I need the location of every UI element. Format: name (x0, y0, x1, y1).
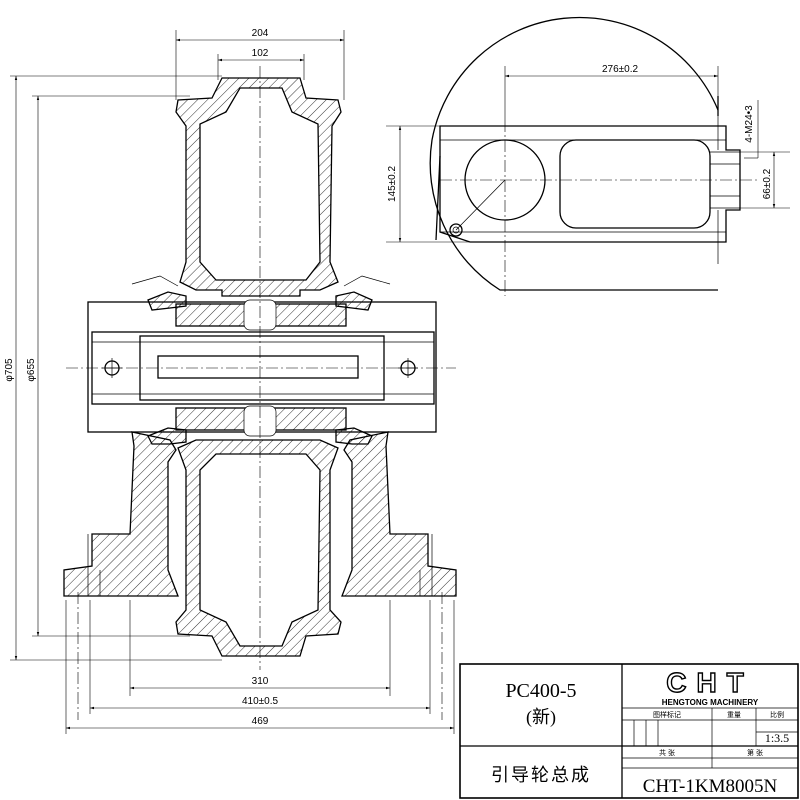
cht-logo: CHT (666, 667, 754, 698)
oil-channel (157, 355, 359, 379)
label-scale: 比例 (770, 710, 784, 719)
shaft-core (139, 335, 385, 401)
dim-204: 204 (252, 28, 269, 39)
dim-phi655: φ655 (26, 358, 37, 382)
title-block (459, 663, 799, 799)
right-support-bracket (341, 431, 457, 597)
dim-310: 310 (252, 676, 269, 687)
label-weight: 重量 (727, 711, 741, 719)
detail-view (429, 16, 760, 296)
model-name: PC400-5 (505, 680, 576, 702)
part-name: 引导轮总成 (491, 765, 591, 785)
seal-top-left (147, 291, 187, 311)
dim-phi705: φ705 (4, 358, 15, 382)
company-name: HENGTONG MACHINERY (662, 698, 759, 707)
label-sheets-total: 共 张 (659, 748, 675, 757)
dim-410: 410±0.5 (242, 696, 279, 707)
label-drawing-mark: 图样标记 (653, 710, 681, 719)
dim-145: 145±0.2 (387, 166, 398, 203)
dim-102: 102 (252, 48, 269, 59)
left-support-bracket (63, 431, 179, 597)
idler-section-view (63, 66, 457, 720)
drawing-number: CHT-1KM8005N (643, 776, 778, 797)
dim-66: 66±0.2 (762, 168, 773, 199)
dim-469: 469 (252, 716, 269, 727)
detail-pin (449, 223, 463, 237)
detail-outline (429, 16, 719, 291)
detail-dimensions (386, 66, 790, 243)
model-note: (新) (526, 707, 556, 728)
dim-276: 276±0.2 (602, 64, 639, 75)
detail-slot (559, 139, 711, 229)
dim-thread-callout: 4-M24•3 (744, 105, 755, 143)
detail-block-body (439, 125, 741, 243)
label-sheet-no: 第 张 (747, 748, 763, 757)
upper-rim-cavity (199, 87, 321, 281)
main-dimensions (10, 30, 455, 734)
seal-top-right (335, 291, 373, 311)
scale-value: 1:3.5 (765, 731, 789, 745)
